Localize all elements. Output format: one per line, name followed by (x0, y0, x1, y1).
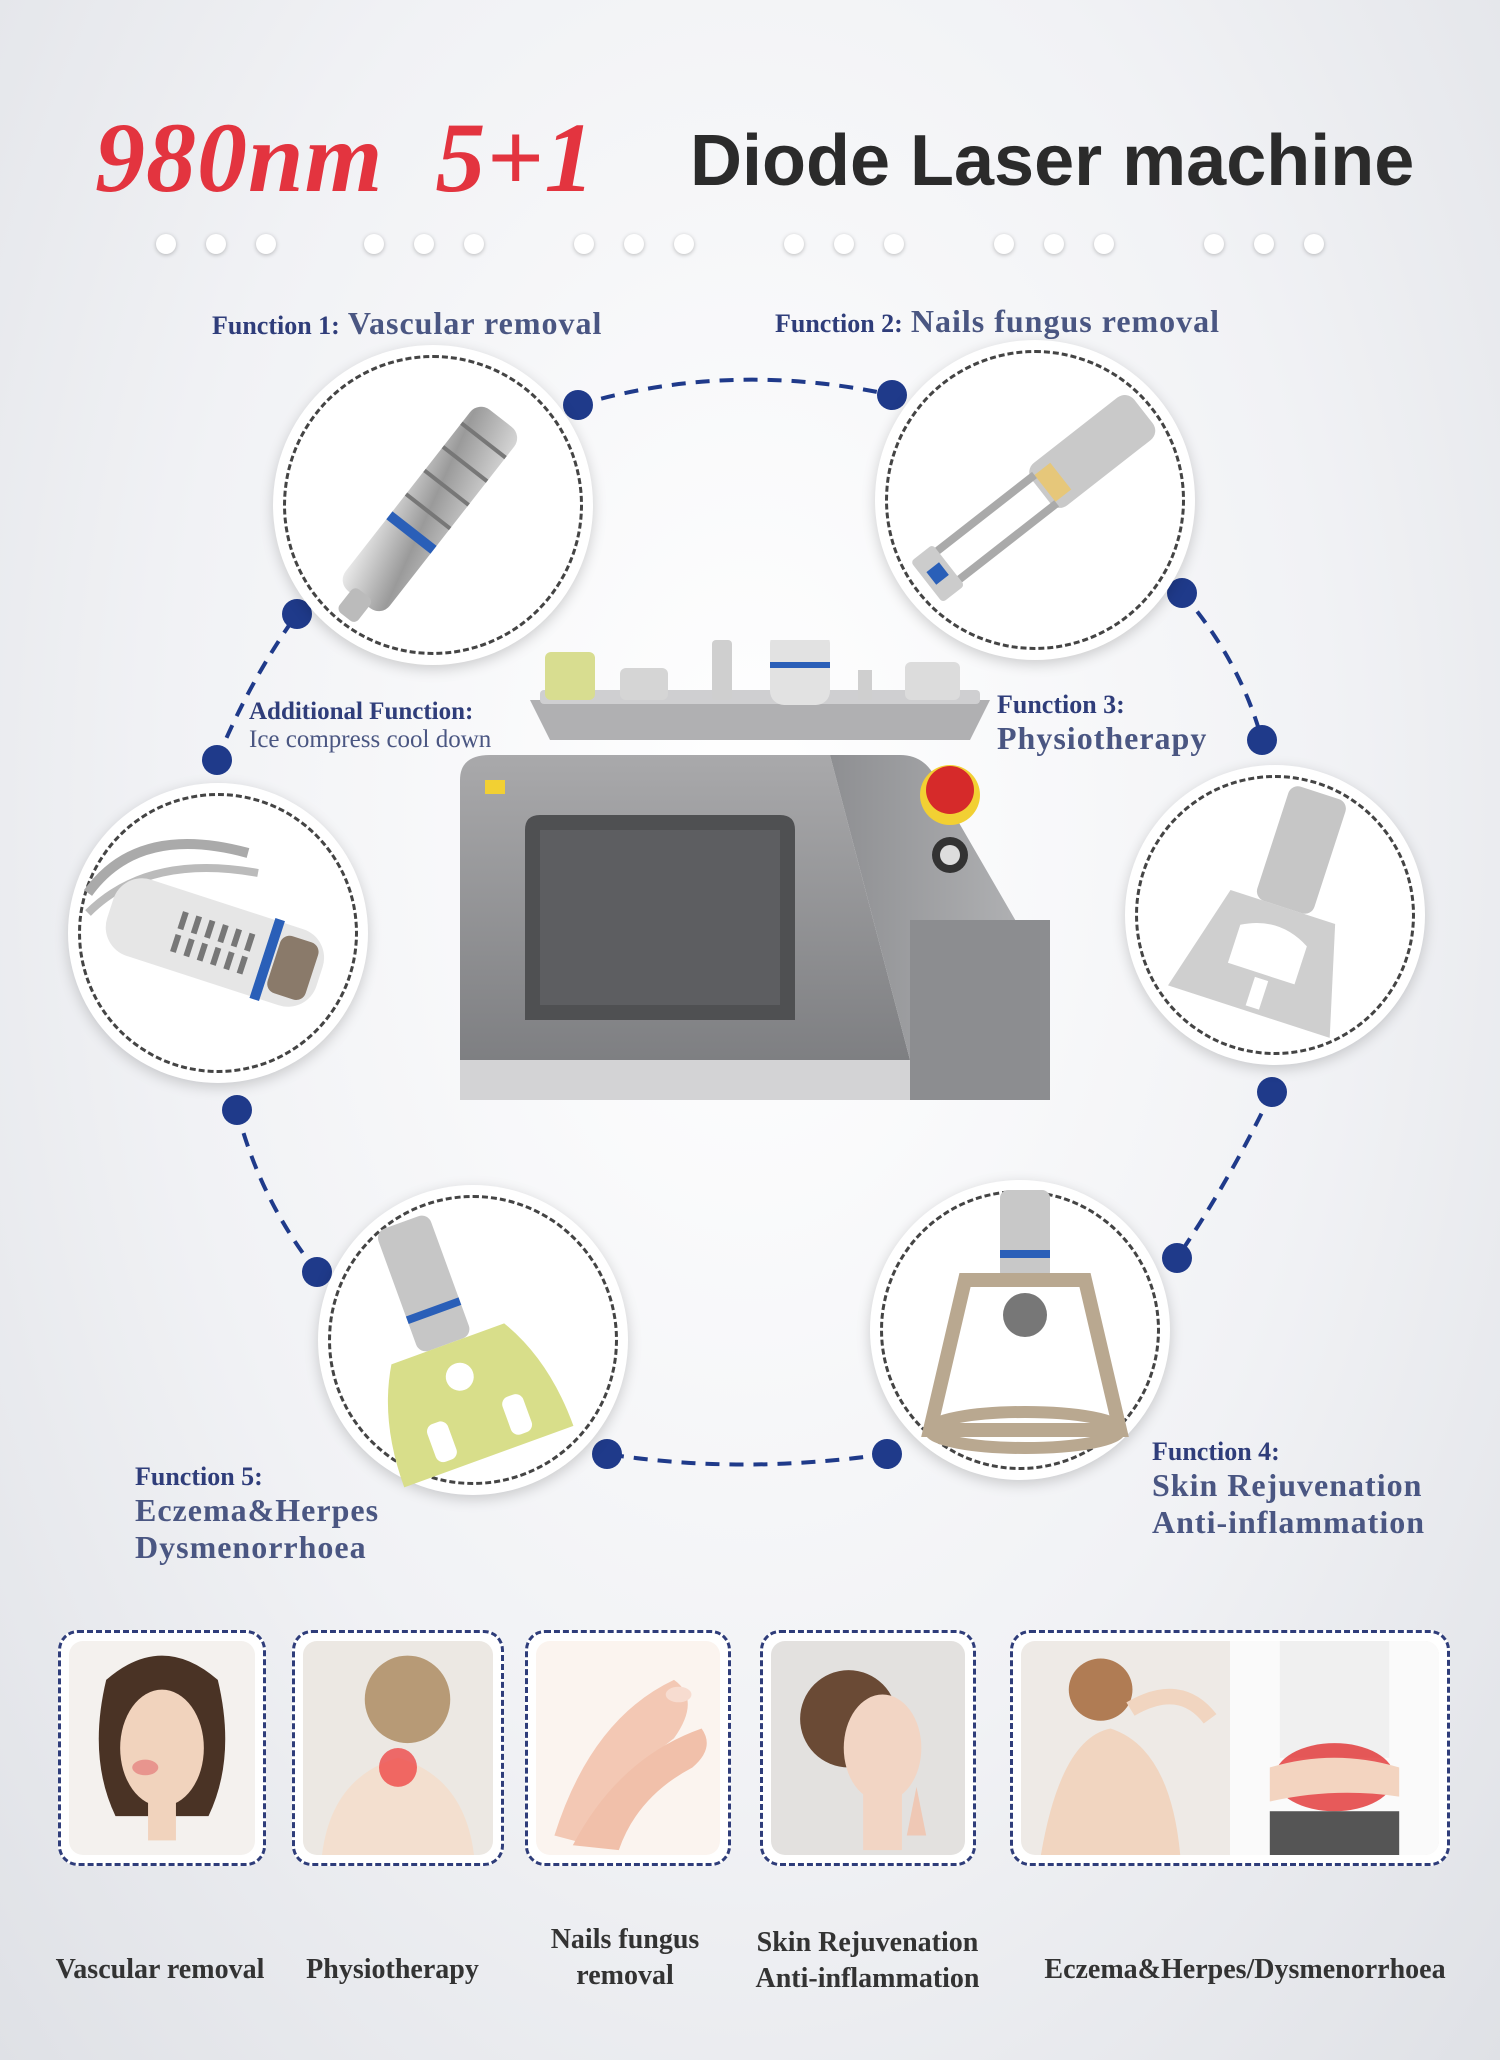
photo-skin (760, 1630, 976, 1866)
caption-eczema: Eczema&Herpes/Dysmenorrhoea (1044, 1954, 1446, 1985)
headline: 980nm 5+1 Diode Laser machine (0, 100, 1500, 213)
additional-function-circle (68, 783, 368, 1083)
function-3-label: Function 3: Physiotherapy (997, 690, 1208, 756)
function-1-label: Function 1: Vascular removal (212, 305, 603, 341)
function-4-circle (870, 1180, 1170, 1480)
photo-vascular (58, 1630, 266, 1866)
function-5-circle (318, 1185, 628, 1495)
photo-physiotherapy (292, 1630, 504, 1866)
physio-handpiece-icon (1168, 786, 1346, 1038)
caption-vascular: Vascular removal (55, 1954, 265, 1985)
nail-handpiece-icon (912, 395, 1156, 602)
title-product: Diode Laser machine (690, 121, 1415, 201)
additional-function-label: Additional Function: Ice compress cool d… (249, 698, 492, 753)
key-switch-icon (932, 837, 968, 873)
caption-physiotherapy: Physiotherapy (306, 1954, 479, 1985)
ice-handpiece-icon (83, 839, 325, 1007)
function-4-label: Function 4: Skin Rejuvenation Anti-infla… (1152, 1437, 1425, 1540)
eczema-handpiece-icon (377, 1215, 574, 1488)
function-3-circle (1125, 765, 1425, 1065)
photo-eczema-dysmenorrhoea (1010, 1630, 1450, 1866)
skin-handpiece-icon (921, 1190, 1129, 1454)
function-1-circle (273, 345, 593, 665)
emergency-stop-icon (920, 765, 980, 825)
vascular-handpiece-icon (338, 406, 518, 622)
decorative-dot-row (150, 234, 1350, 258)
function-2-label: Function 2: Nails fungus removal (775, 303, 1221, 339)
photo-nails (525, 1630, 731, 1866)
function-2-circle (875, 340, 1195, 660)
laser-machine (460, 640, 1050, 1100)
title-wavelength: 980nm 5+1 (95, 102, 596, 213)
function-5-label: Function 5: Eczema&Herpes Dysmenorrhoea (135, 1462, 380, 1565)
